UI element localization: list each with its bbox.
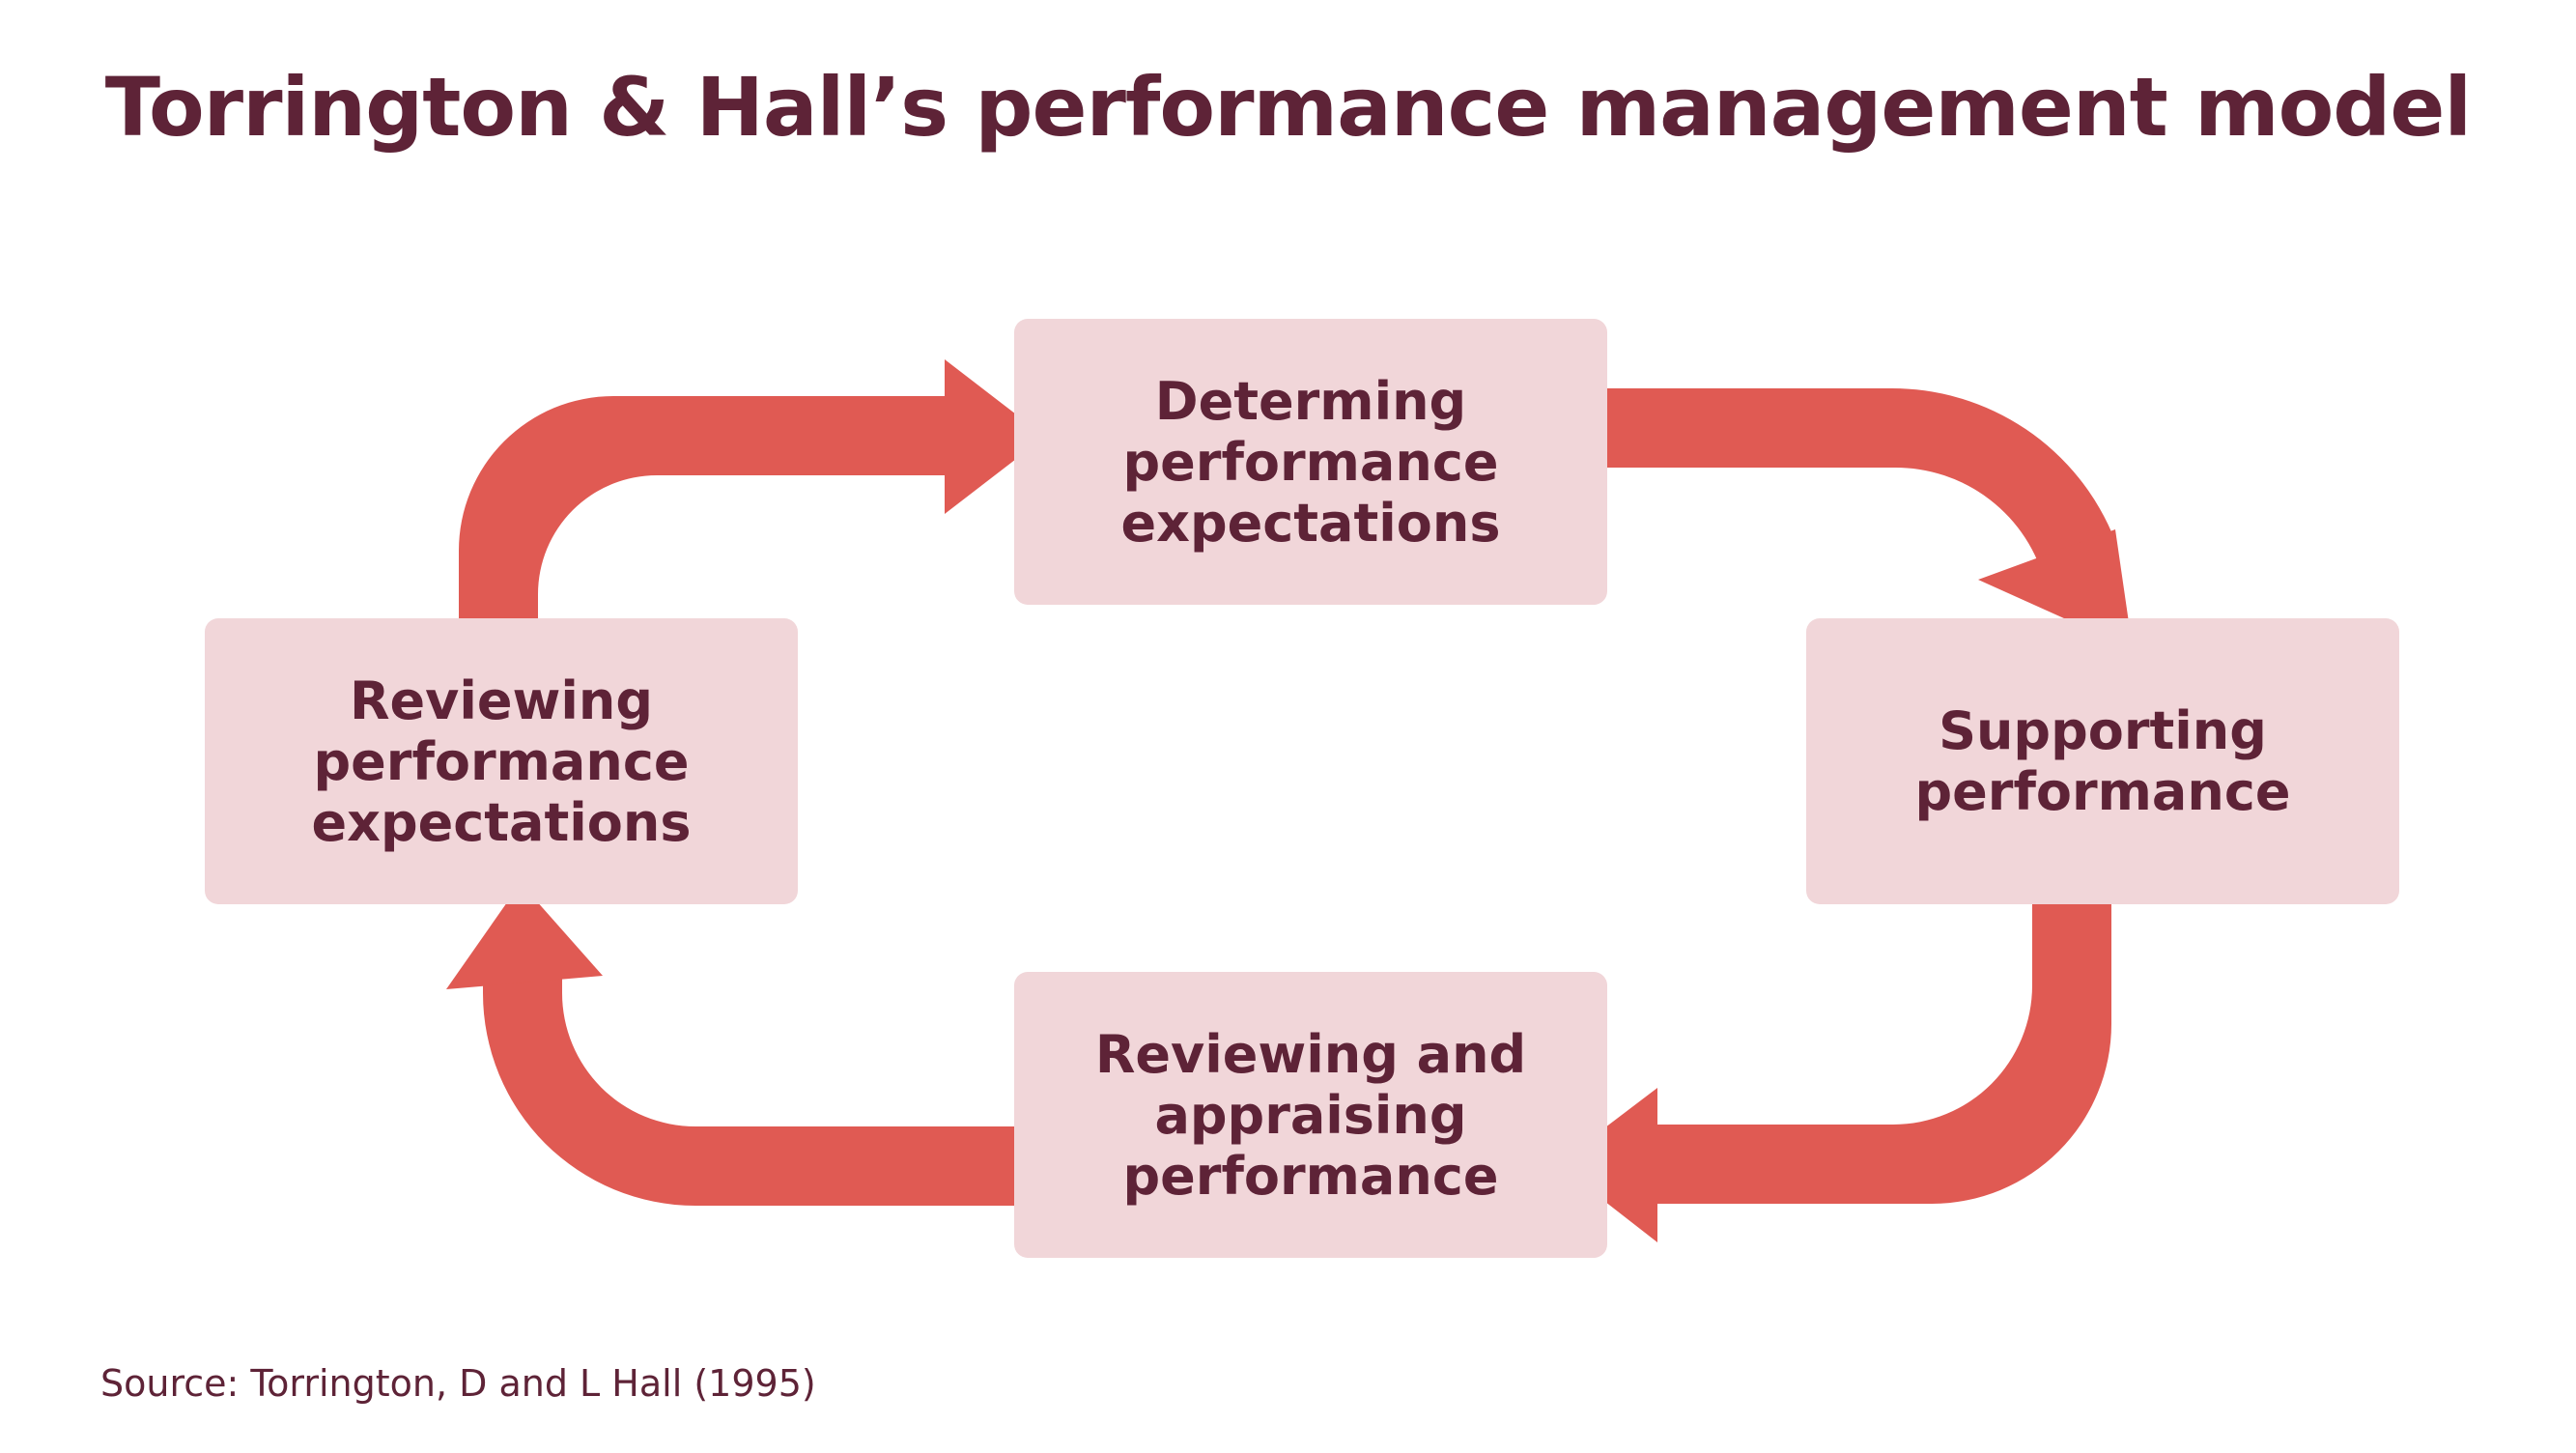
source-note: Source: Torrington, D and L Hall (1995) <box>100 1362 816 1405</box>
arrow-right-to-bottom <box>1557 903 2111 1242</box>
arrow-left-to-top <box>459 359 1045 618</box>
page-title: Torrington & Hall’s performance manageme… <box>104 60 2472 155</box>
arrow-bottom-to-left <box>446 883 1014 1206</box>
arrow-top-to-right <box>1603 387 2133 649</box>
